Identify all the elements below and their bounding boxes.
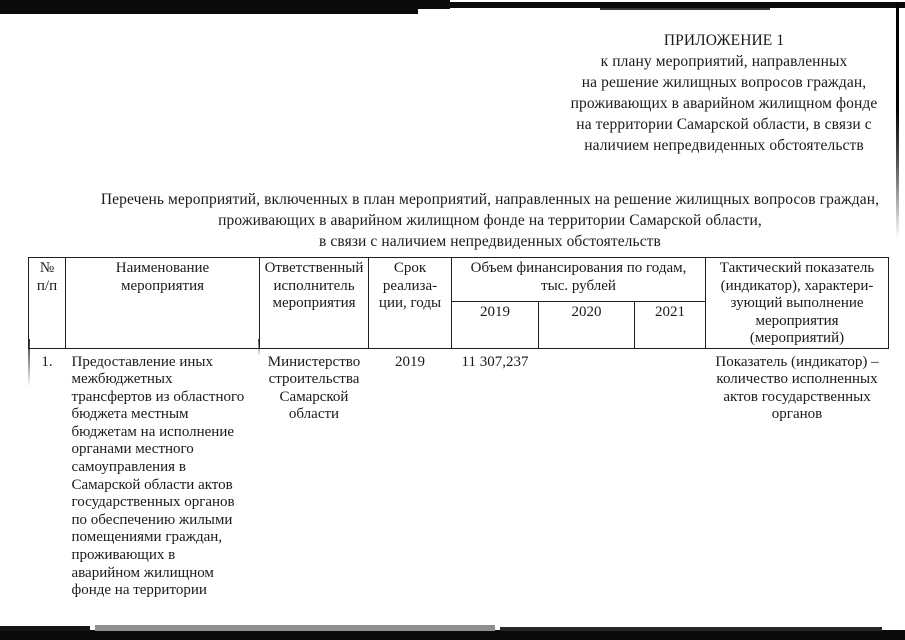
scan-edge-top-smudge [600, 8, 770, 10]
col-header-executor: Ответственный исполнитель мероприятия [259, 257, 369, 349]
appendix-block: ПРИЛОЖЕНИЕ 1 к плану мероприятий, направ… [558, 30, 890, 156]
col-header-num: № п/п [28, 257, 66, 349]
row-measure-name: Предоставление иных межбюджетных трансфе… [71, 353, 245, 599]
appendix-subtitle: к плану мероприятий, направленных на реш… [570, 53, 878, 154]
measures-table: № п/п Наименование мероприятия Ответстве… [28, 257, 890, 600]
row-financing-2021 [635, 348, 706, 600]
table-border-remnant-left [28, 339, 30, 387]
row-indicator: Показатель (индикатор) – количество испо… [715, 353, 879, 423]
col-header-year-2020: 2020 [538, 300, 635, 349]
scan-edge-top [0, 0, 450, 9]
scan-edge-bottom-dark [500, 627, 882, 631]
table-row: 1. Предоставление иных межбюджетных тран… [29, 348, 889, 600]
row-executor: Министерство строительства Самарской обл… [267, 353, 361, 423]
col-header-year-2019: 2019 [451, 300, 539, 349]
row-financing-2019: 11 307,237 [461, 353, 529, 370]
col-header-indicator: Тактический показатель (индикатор), хара… [705, 257, 890, 349]
appendix-heading: ПРИЛОЖЕНИЕ 1 [663, 32, 785, 49]
row-financing-2020 [539, 348, 635, 600]
row-number: 1. [41, 353, 53, 370]
scan-edge-bottom-left [0, 626, 90, 631]
col-header-term: Срок реализа- ции, годы [368, 257, 452, 349]
scan-edge-bottom-gray [95, 625, 495, 631]
scan-edge-top-right [448, 2, 905, 8]
col-header-year-2021: 2021 [633, 300, 707, 349]
scan-edge-right [896, 3, 899, 238]
document-title: Перечень мероприятий, включенных в план … [100, 191, 880, 250]
scan-edge-bottom [0, 630, 905, 640]
scan-edge-top-thick [0, 9, 418, 14]
row-term: 2019 [395, 353, 425, 370]
col-header-financing: Объем финансирования по годам, тыс. рубл… [450, 257, 707, 302]
col-header-name: Наименование мероприятия [65, 257, 260, 349]
